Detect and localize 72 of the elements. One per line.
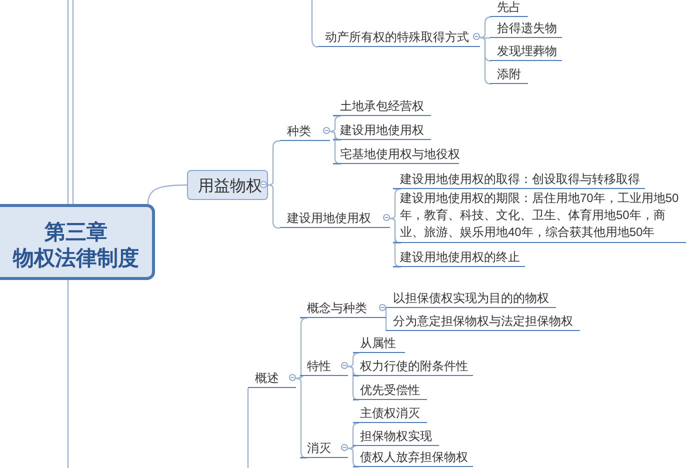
topic-label: 权力行使的附条件性 [360, 359, 468, 374]
chapter-label: 第三章 [44, 220, 108, 246]
topic-label: 消灭 [307, 441, 331, 456]
topic-underline [353, 334, 405, 353]
topic-label: 建设用地使用权 [287, 211, 371, 226]
topic-label: 概述 [255, 371, 279, 386]
topic-underline [393, 170, 645, 189]
branch-line [330, 130, 342, 165]
topic-label: 从属性 [360, 336, 396, 351]
topic-underline [333, 97, 431, 116]
topic-underline [248, 369, 296, 388]
branch-line [247, 388, 249, 468]
branch-line [296, 378, 308, 459]
topic-label: 动产所有权的特殊取得方式 [325, 30, 469, 45]
topic-underline [353, 450, 473, 467]
topic-label: 建设用地使用权的期限：居住用地70年，工业用地50年，教育、科技、文化、卫生、体育用地50年，商业、旅游、娱乐用地40年，综合获其他用地50年 [400, 190, 680, 241]
topic-label: 担保物权实现 [360, 429, 432, 444]
branch-line [72, 0, 74, 204]
topic-label: 概念与种类 [307, 301, 367, 316]
topic-underline [300, 357, 348, 376]
topic-underline [393, 248, 525, 267]
topic-label: 建设用地使用权的取得：创设取得与转移取得 [400, 172, 640, 187]
branch-line [480, 16, 492, 38]
branch-line [330, 115, 342, 132]
topic-label: 先占 [497, 0, 521, 15]
topic-label: 特性 [307, 359, 331, 374]
topic-underline [353, 404, 427, 423]
topic-underline [386, 312, 580, 331]
topic-label: 以担保债权实现为目的的物权 [393, 291, 549, 306]
topic-underline [318, 28, 480, 47]
topic-label: 建设用地使用权 [340, 123, 424, 138]
topic-label: 分为意定担保物权与法定担保物权 [393, 314, 573, 329]
topic-label: 债权人放弃担保物权 [360, 450, 468, 465]
central-topic-box [0, 204, 155, 280]
topic-label: 建设用地使用权的终止 [400, 250, 520, 265]
branch-line [67, 0, 69, 204]
topic-underline [300, 299, 386, 318]
topic-underline [353, 357, 473, 376]
topic-label: 主债权消灭 [360, 406, 420, 421]
branch-line [348, 366, 360, 401]
main-topic-box [187, 170, 268, 200]
topic-underline [386, 289, 556, 308]
branch-line [348, 445, 356, 450]
branch-line [480, 36, 490, 39]
branch-line [348, 448, 360, 468]
branch-line [147, 184, 187, 204]
branch-line [67, 280, 69, 468]
topic-label: 种类 [287, 124, 311, 139]
topic-underline [300, 439, 348, 458]
topic-label: 优先受偿性 [360, 383, 420, 398]
branch-line [480, 36, 492, 85]
topic-label: 用益物权 [198, 177, 262, 197]
topic-underline [280, 122, 330, 141]
topic-underline [490, 0, 528, 17]
topic-label: 土地承包经营权 [340, 99, 424, 114]
topic-label: 发现埋葬物 [497, 44, 557, 59]
topic-label: 添附 [497, 67, 521, 82]
topic-underline [353, 381, 427, 400]
branch-line [348, 352, 360, 368]
branch-line [311, 0, 318, 48]
branch-line [390, 218, 402, 268]
topic-underline [353, 427, 439, 446]
topic-underline [490, 42, 562, 61]
topic-underline [333, 121, 431, 140]
topic-underline [490, 19, 562, 38]
chapter-title: 物权法律制度 [12, 246, 140, 272]
topic-label: 宅基地使用权与地役权 [340, 147, 460, 162]
branch-line [385, 308, 387, 331]
branch-line [296, 375, 304, 380]
topic-label: 拾得遗失物 [497, 21, 557, 36]
topic-underline [280, 209, 390, 228]
topic-underline [333, 145, 459, 164]
